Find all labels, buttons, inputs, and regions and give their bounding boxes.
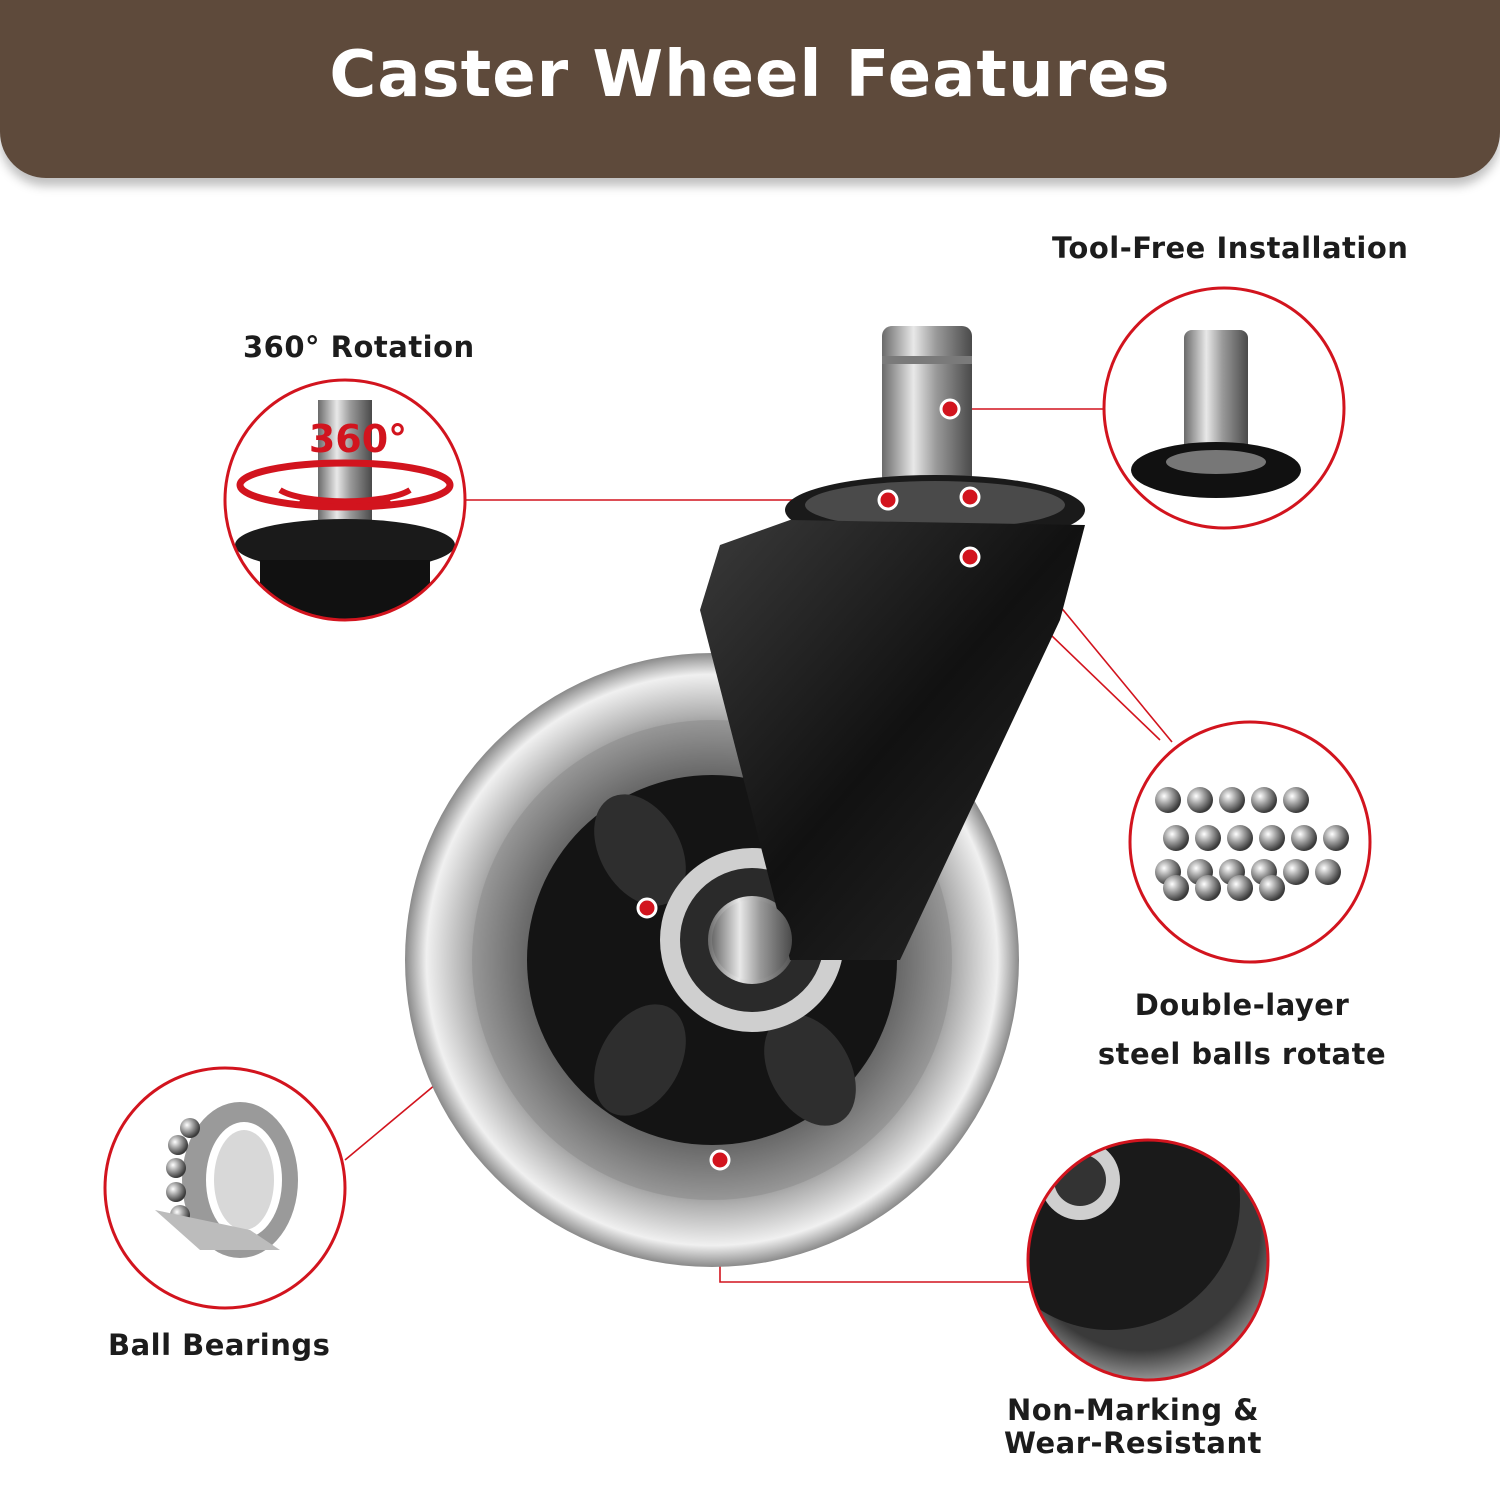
steel-ball [1155,787,1181,813]
steel-balls-label-line1: Double-layer [1134,988,1350,1022]
non-marking-label-line2: Wear-Resistant [1004,1426,1262,1461]
install-label: Tool-Free Installation [1052,231,1409,265]
rotation-detail-circle: 360° [223,378,467,622]
non-marking-label: Non-Marking & Wear-Resistant [998,1393,1268,1461]
steel-ball [1283,787,1309,813]
bearings-label: Ball Bearings [108,1328,331,1362]
tread-detail-circle [1026,1138,1270,1382]
steel-ball [1315,859,1341,885]
bearing-detail-circle [103,1066,347,1310]
steel-ball [1219,787,1245,813]
steel-ball [1195,875,1221,901]
steel-ball [1163,875,1189,901]
steel-balls-label: Double-layer steel balls rotate [1092,988,1392,1072]
install-detail-circle [1102,286,1346,530]
steel-ball [1251,787,1277,813]
non-marking-label-line1: Non-Marking & [1006,1393,1260,1427]
main-caster-wheel [405,326,1085,1267]
steel-ball [1283,859,1309,885]
steel-ball [1291,825,1317,851]
page-title: Caster Wheel Features [329,38,1171,112]
steel-ball [1163,825,1189,851]
steel-ball [1195,825,1221,851]
steel-ball [1227,825,1253,851]
steel-ball [1187,787,1213,813]
header-banner: Caster Wheel Features [0,0,1500,178]
steel-balls-detail-circle [1128,720,1372,964]
steel-ball [1323,825,1349,851]
steel-balls-label-line2: steel balls rotate [1097,1036,1387,1071]
rotation-badge-text: 360° [309,417,407,461]
rotation-label: 360° Rotation [243,330,475,364]
steel-ball [1259,825,1285,851]
marker-dots [636,398,981,1171]
steel-ball [1227,875,1253,901]
steel-ball [1259,875,1285,901]
